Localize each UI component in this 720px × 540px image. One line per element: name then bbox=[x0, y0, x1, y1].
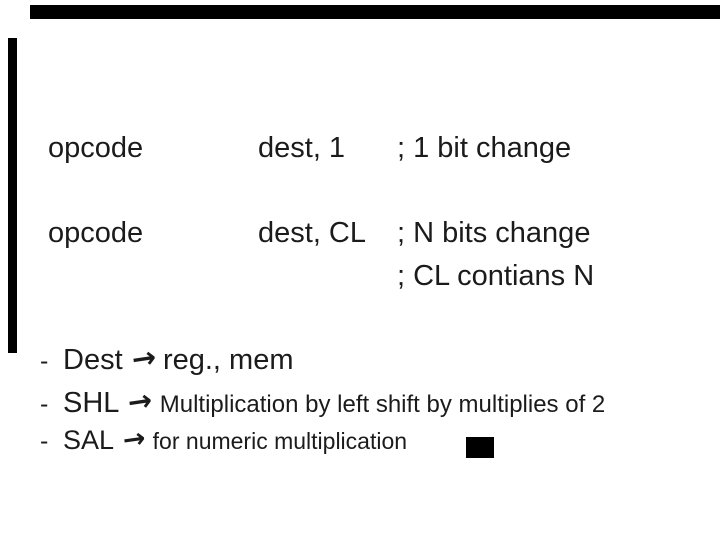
bullet-dest: -Dest→reg., mem bbox=[40, 339, 294, 377]
code-row2-operands: dest, CL bbox=[258, 217, 366, 249]
right-arrow-icon: → bbox=[120, 422, 148, 457]
bullet-description: for numeric multiplication bbox=[152, 428, 408, 454]
code-row2-opcode: opcode bbox=[48, 217, 144, 249]
code-row2-comment-line2: ; CL contians N bbox=[397, 260, 595, 292]
bullet-term: SAL bbox=[63, 425, 115, 455]
right-arrow-icon: → bbox=[125, 382, 155, 420]
code-row1-opcode: opcode bbox=[48, 132, 144, 164]
right-arrow-icon: → bbox=[129, 339, 158, 377]
bullet-dash: - bbox=[40, 347, 49, 375]
code-row1-operands: dest, 1 bbox=[258, 132, 346, 164]
code-row2-comment: ; N bits change bbox=[397, 217, 591, 249]
scan-artifact-top-bar bbox=[30, 5, 720, 19]
bullet-dash: - bbox=[40, 427, 49, 455]
bullet-dash: - bbox=[40, 390, 49, 418]
bullet-term: SHL bbox=[63, 387, 120, 419]
bullet-sal: -SAL→for numeric multiplication bbox=[40, 422, 408, 457]
bullet-description: Multiplication by left shift by multipli… bbox=[159, 391, 606, 418]
bullet-shl: -SHL→Multiplication by left shift by mul… bbox=[40, 382, 606, 420]
code-row1-comment: ; 1 bit change bbox=[397, 132, 572, 164]
scan-artifact-square bbox=[466, 437, 494, 458]
bullet-term: Dest bbox=[63, 344, 123, 376]
bullet-description: reg., mem bbox=[162, 344, 294, 376]
scan-artifact-left-bar bbox=[8, 38, 17, 353]
